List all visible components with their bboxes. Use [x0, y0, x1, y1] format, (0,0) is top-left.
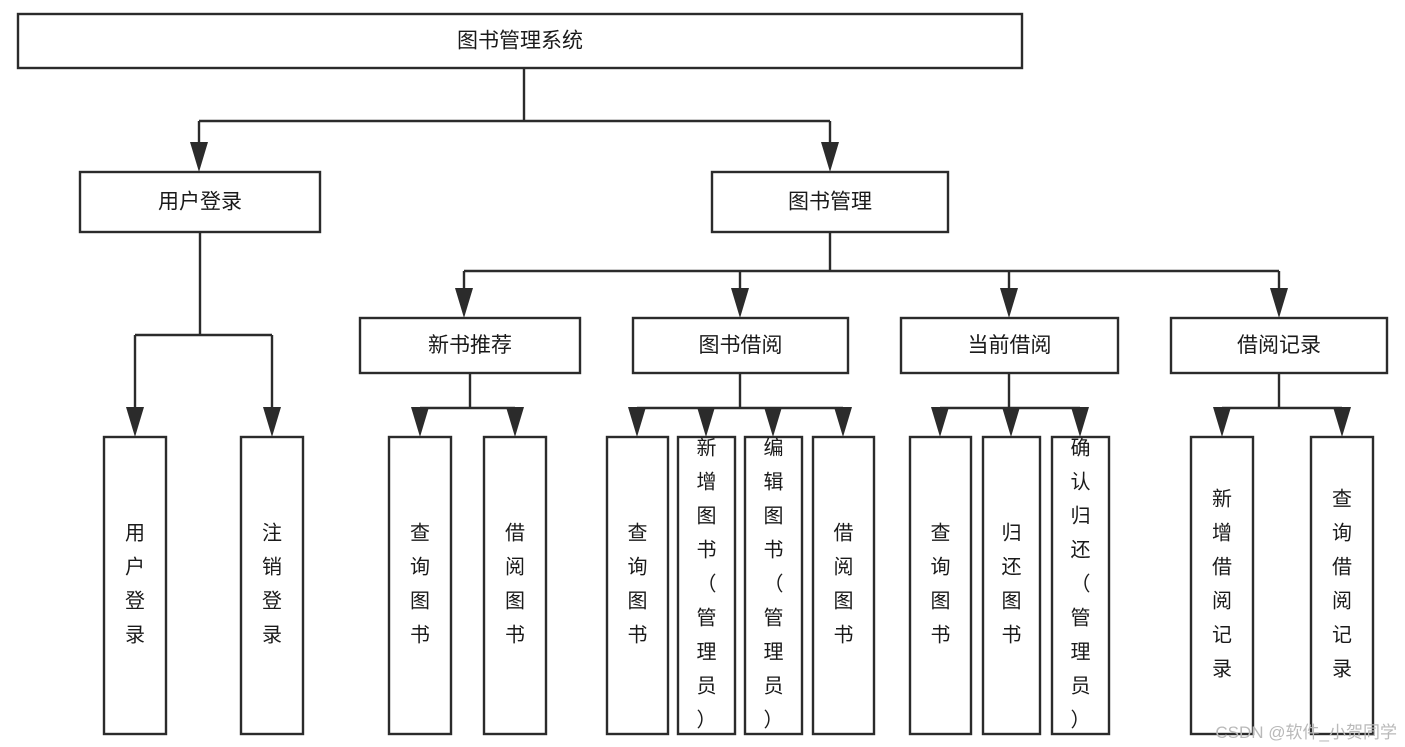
node-newbook[interactable]: 新书推荐 — [358, 316, 582, 375]
connector-group — [931, 373, 1089, 437]
arrow-head-icon — [455, 288, 473, 318]
arrow-head-icon — [834, 407, 852, 437]
connector-group — [455, 232, 1288, 318]
node-label: 新增图书（管理员） — [697, 437, 717, 732]
node-label: 编辑图书（管理员） — [764, 437, 784, 732]
arrow-head-icon — [1000, 288, 1018, 318]
node-box[interactable] — [811, 435, 876, 736]
node-leaf-logout[interactable]: 注销登录 — [239, 435, 305, 736]
node-box[interactable] — [358, 316, 582, 375]
node-leaf-borrow-query[interactable]: 查询图书 — [605, 435, 670, 736]
node-leaf-newbook-borrow[interactable]: 借阅图书 — [482, 435, 548, 736]
arrow-head-icon — [506, 407, 524, 437]
arrow-head-icon — [190, 142, 208, 172]
node-label: 新书推荐 — [428, 334, 512, 357]
node-label: 当前借阅 — [968, 334, 1052, 357]
node-box[interactable] — [1189, 435, 1255, 736]
node-label: 查询图书 — [410, 522, 430, 647]
node-leaf-records-query[interactable]: 查询借阅记录 — [1309, 435, 1375, 736]
arrow-head-icon — [1071, 407, 1089, 437]
node-box[interactable] — [899, 316, 1120, 375]
node-box[interactable] — [1169, 316, 1389, 375]
connector-group — [411, 373, 524, 437]
node-box[interactable] — [16, 12, 1024, 70]
node-label: 查询图书 — [931, 522, 951, 647]
node-label: 归还图书 — [1002, 522, 1022, 647]
connector-group — [126, 232, 281, 437]
node-label: 新增借阅记录 — [1212, 488, 1232, 681]
node-box[interactable] — [631, 316, 850, 375]
arrow-head-icon — [821, 142, 839, 172]
node-leaf-records-add[interactable]: 新增借阅记录 — [1189, 435, 1255, 736]
arrow-head-icon — [411, 407, 429, 437]
node-box[interactable] — [239, 435, 305, 736]
node-label: 借阅图书 — [505, 522, 525, 647]
node-label: 确认归还（管理员） — [1071, 437, 1091, 732]
node-leaf-borrow-edit[interactable]: 编辑图书（管理员） — [743, 435, 804, 736]
connector-group — [628, 373, 852, 437]
node-label: 用户登录 — [158, 191, 242, 214]
node-records[interactable]: 借阅记录 — [1169, 316, 1389, 375]
node-leaf-user-login[interactable]: 用户登录 — [102, 435, 168, 736]
node-label: 注销登录 — [262, 522, 282, 647]
node-label: 借阅记录 — [1237, 334, 1321, 357]
node-label: 图书管理系统 — [457, 30, 583, 53]
node-box[interactable] — [676, 435, 737, 736]
node-label: 用户登录 — [125, 523, 145, 647]
node-box[interactable] — [78, 170, 322, 234]
watermark-text: CSDN @软件_小贺同学 — [1215, 723, 1397, 742]
arrow-head-icon — [628, 407, 646, 437]
node-login[interactable]: 用户登录 — [78, 170, 322, 234]
node-label: 图书管理 — [788, 191, 872, 214]
arrow-head-icon — [764, 407, 782, 437]
arrow-head-icon — [697, 407, 715, 437]
node-box[interactable] — [482, 435, 548, 736]
node-label: 查询借阅记录 — [1332, 488, 1352, 681]
node-label: 借阅图书 — [834, 522, 854, 647]
node-label: 查询图书 — [628, 522, 648, 647]
node-box[interactable] — [743, 435, 804, 736]
node-leaf-current-query[interactable]: 查询图书 — [908, 435, 973, 736]
node-box[interactable] — [1050, 435, 1111, 736]
node-leaf-current-confirm[interactable]: 确认归还（管理员） — [1050, 435, 1111, 736]
arrow-head-icon — [126, 407, 144, 437]
arrow-head-icon — [1333, 407, 1351, 437]
arrow-head-icon — [931, 407, 949, 437]
arrow-head-icon — [731, 288, 749, 318]
connector-group — [190, 68, 839, 172]
node-leaf-borrow-lend[interactable]: 借阅图书 — [811, 435, 876, 736]
connectors-layer — [126, 68, 1351, 437]
node-box[interactable] — [605, 435, 670, 736]
node-bookmgmt[interactable]: 图书管理 — [710, 170, 950, 234]
node-box[interactable] — [387, 435, 453, 736]
arrow-head-icon — [1002, 407, 1020, 437]
arrow-head-icon — [1270, 288, 1288, 318]
nodes-layer: 图书管理系统用户登录图书管理新书推荐图书借阅当前借阅借阅记录用户登录注销登录查询… — [16, 12, 1389, 736]
node-current[interactable]: 当前借阅 — [899, 316, 1120, 375]
node-leaf-newbook-query[interactable]: 查询图书 — [387, 435, 453, 736]
connector-group — [1213, 373, 1351, 437]
node-box[interactable] — [710, 170, 950, 234]
node-box[interactable] — [102, 435, 168, 736]
arrow-head-icon — [1213, 407, 1231, 437]
node-label: 图书借阅 — [699, 334, 783, 357]
node-box[interactable] — [1309, 435, 1375, 736]
node-borrow[interactable]: 图书借阅 — [631, 316, 850, 375]
node-box[interactable] — [908, 435, 973, 736]
node-leaf-borrow-add[interactable]: 新增图书（管理员） — [676, 435, 737, 736]
node-leaf-current-return[interactable]: 归还图书 — [981, 435, 1042, 736]
arrow-head-icon — [263, 407, 281, 437]
node-root[interactable]: 图书管理系统 — [16, 12, 1024, 70]
node-box[interactable] — [981, 435, 1042, 736]
